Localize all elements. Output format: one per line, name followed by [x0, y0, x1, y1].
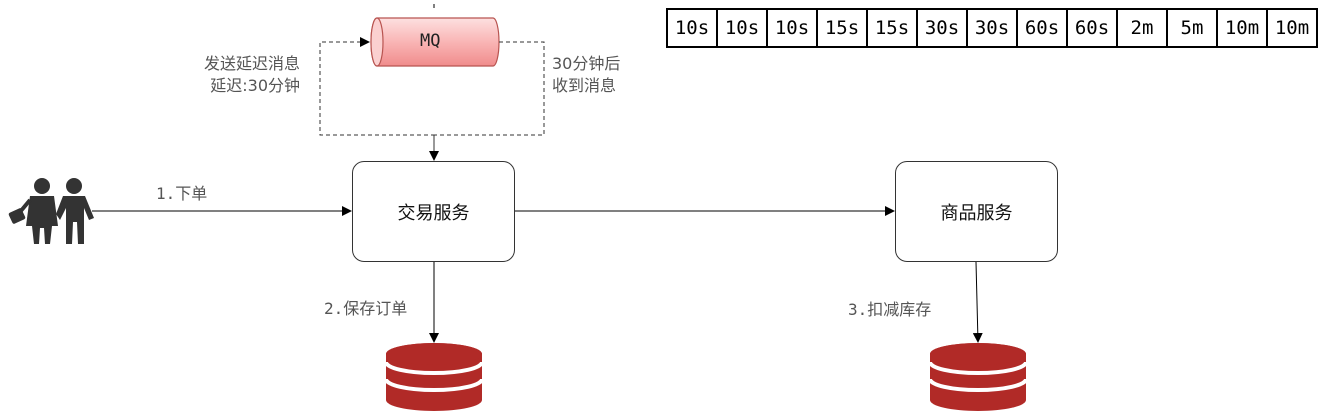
mq-queue-icon	[370, 4, 500, 67]
deduct-stock-step-label: 3.扣减库存	[848, 300, 932, 319]
retry-interval-cell: 30s	[966, 8, 1018, 48]
retry-interval-cell: 10m	[1266, 8, 1318, 48]
retry-interval-cell: 15s	[816, 8, 868, 48]
receive-label: 30分钟后 收到消息	[552, 53, 620, 97]
order-step-label: 1.下单	[156, 184, 208, 203]
retry-interval-cell: 30s	[916, 8, 968, 48]
retry-interval-cell: 60s	[1066, 8, 1118, 48]
mq-label: MQ	[420, 31, 441, 51]
retry-interval-cell: 5m	[1166, 8, 1218, 48]
retry-interval-cell: 10m	[1216, 8, 1268, 48]
retry-interval-cell: 2m	[1116, 8, 1168, 48]
save-order-step-label: 2.保存订单	[324, 299, 408, 318]
send-delay-label: 发送延迟消息 延迟:30分钟	[204, 53, 300, 97]
user-icon	[8, 178, 94, 244]
item-service-box: 商品服务	[895, 161, 1058, 262]
send-delay-line-2: 延迟:30分钟	[210, 76, 301, 95]
trade-database-icon	[384, 343, 484, 411]
deduct-stock-arrow	[972, 261, 983, 343]
retry-interval-cell: 10s	[716, 8, 768, 48]
item-database-icon	[928, 343, 1028, 411]
retry-interval-cell: 10s	[666, 8, 718, 48]
delay-message-path	[319, 37, 545, 161]
retry-interval-cell: 10s	[766, 8, 818, 48]
retry-interval-cell: 60s	[1016, 8, 1068, 48]
trade-service-box: 交易服务	[352, 161, 515, 262]
retry-interval-cell: 15s	[866, 8, 918, 48]
send-delay-line-1: 发送延迟消息	[204, 54, 301, 73]
receive-line-1: 30分钟后	[552, 54, 621, 73]
receive-line-2: 收到消息	[552, 76, 617, 95]
